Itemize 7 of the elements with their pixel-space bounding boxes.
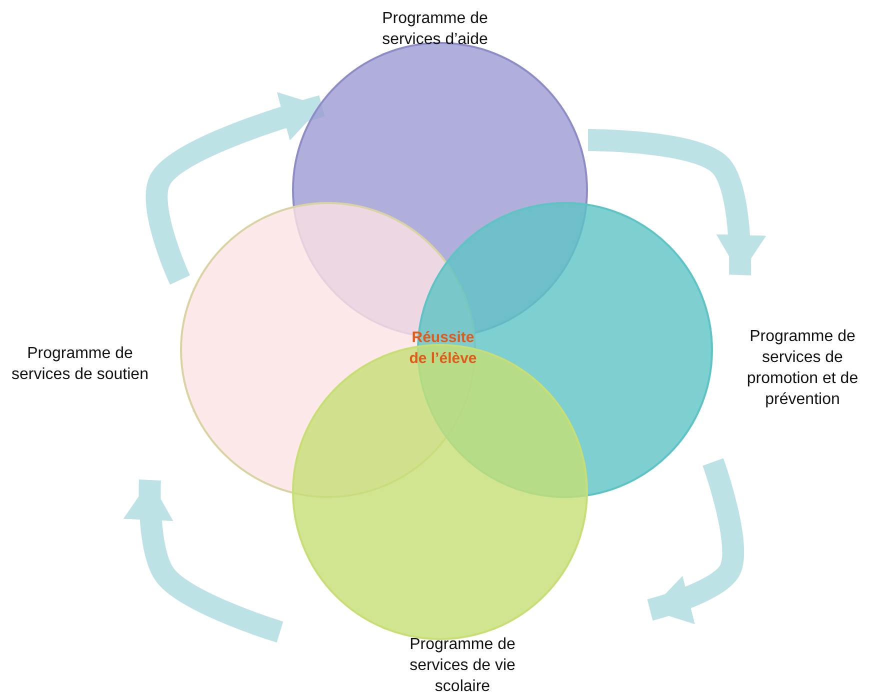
cycle-arrow xyxy=(588,129,766,276)
cycle-arrow xyxy=(647,458,744,624)
program-label: Programme de services de vie scolaire xyxy=(408,635,516,697)
program-label: Programme de services de soutien xyxy=(10,344,150,385)
cycle-arrow xyxy=(124,480,284,642)
program-label: Programme de services de promotion et de prévention xyxy=(746,327,860,410)
program-label: Programme de services d’aide xyxy=(381,9,489,50)
